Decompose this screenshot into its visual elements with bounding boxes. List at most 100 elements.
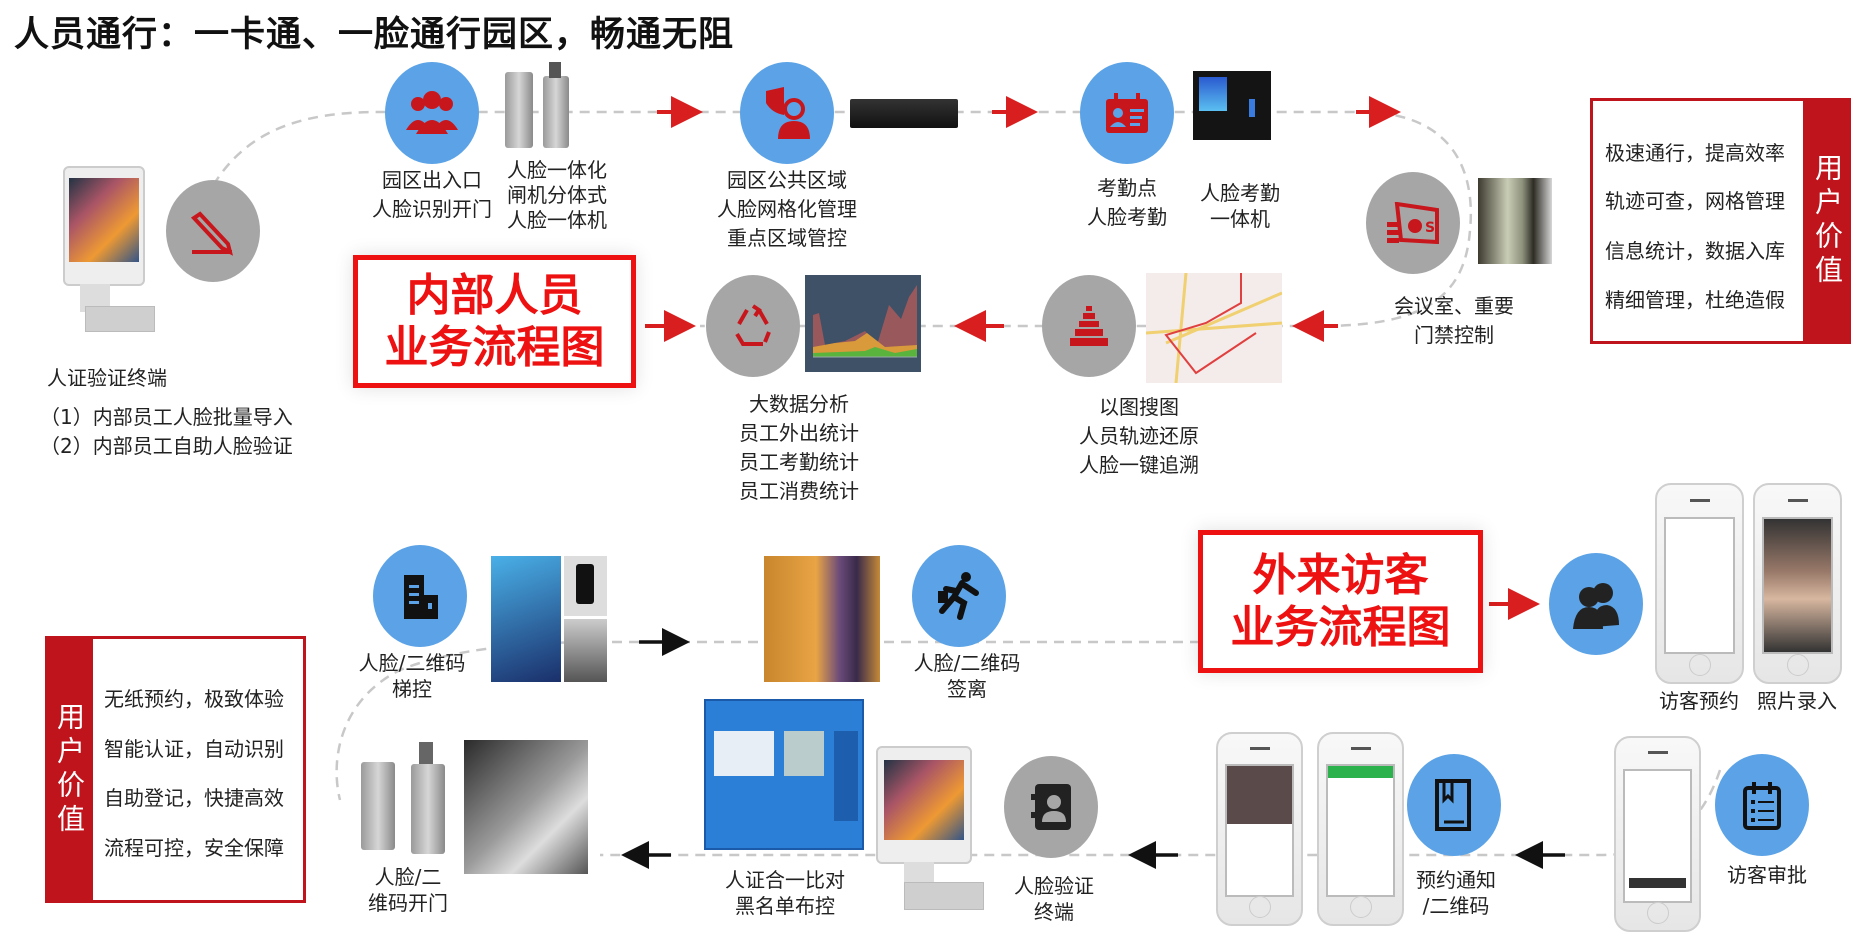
face-verify-kiosk-image — [870, 746, 996, 912]
elevator-label: 梯控 — [392, 677, 432, 701]
user-value-tab: 用户价值 — [45, 636, 93, 903]
user-value-item: 流程可控，安全保障 — [104, 836, 284, 860]
shield-person-icon — [766, 87, 810, 139]
visitor-banner-line: 外来访客 — [1252, 549, 1429, 601]
qr-phone-images — [491, 556, 607, 682]
id-verification-kiosk-image — [55, 166, 165, 334]
meeting-room-step: S — [1366, 172, 1460, 274]
qr-code-phone-image — [1216, 732, 1303, 926]
blacklist-label: 黑名单布控 — [735, 894, 835, 918]
id-card-icon — [1106, 93, 1148, 133]
contact-card-icon — [1031, 784, 1071, 830]
user-value-tab: 用户价值 — [1803, 98, 1851, 344]
visitor-banner-line: 业务流程图 — [1230, 601, 1451, 653]
entrance-label: 园区出入口 — [382, 168, 482, 192]
calendar-list-icon — [1743, 782, 1781, 830]
face-gate-image — [503, 62, 575, 150]
money-icon: S — [1387, 202, 1439, 244]
id-comparison-screen-image — [704, 699, 864, 850]
attendance-device-label: 一体机 — [1210, 207, 1270, 231]
user-value-item: 信息统计，数据入库 — [1605, 239, 1785, 263]
book-icon — [1435, 779, 1471, 831]
face-scan-photo-image — [764, 556, 880, 682]
recycle-icon — [735, 304, 771, 346]
image-search-step — [1042, 275, 1136, 377]
map-route — [1146, 273, 1282, 383]
meeting-room-label: 门禁控制 — [1414, 323, 1494, 347]
notice-step — [1407, 754, 1501, 856]
terminal-step — [166, 180, 260, 282]
analytics-label: 员工外出统计 — [739, 421, 859, 445]
internal-banner-line: 业务流程图 — [384, 321, 605, 373]
public-area-label: 人脸网格化管理 — [717, 197, 857, 221]
photo-entry-label: 照片录入 — [1757, 689, 1837, 713]
gate-open-label: 人脸/二 — [374, 865, 442, 889]
card-turnstile-photo-image — [464, 740, 588, 874]
image-search-label: 人员轨迹还原 — [1079, 424, 1199, 448]
gate-device-label: 人脸一体化 — [507, 158, 607, 182]
svg-text:S: S — [1425, 220, 1435, 236]
gate-device-label: 人脸一体机 — [507, 208, 607, 232]
signout-label: 人脸/二维码 — [913, 651, 1021, 675]
internal-banner: 内部人员 业务流程图 — [353, 255, 636, 388]
reservation-label: 访客预约 — [1659, 689, 1739, 713]
public-area-label: 园区公共区域 — [727, 168, 847, 192]
photo-entry-phone-image — [1753, 483, 1842, 684]
elevator-label: 人脸/二维码 — [358, 651, 466, 675]
elevator-step — [373, 545, 467, 647]
internal-user-value-box: 极速通行，提高效率 轨迹可查，网格管理 信息统计，数据入库 精细管理，杜绝造假 … — [1590, 98, 1851, 344]
building-icon — [404, 575, 438, 619]
attendance-step — [1080, 62, 1174, 164]
attendance-label: 考勤点 — [1097, 176, 1157, 200]
blacklist-label: 人证合一比对 — [725, 868, 845, 892]
visitor-banner: 外来访客 业务流程图 — [1198, 530, 1483, 673]
signout-step — [912, 545, 1006, 647]
user-value-item: 智能认证，自动识别 — [104, 737, 284, 761]
analytics-label: 员工消费统计 — [739, 479, 859, 503]
public-area-step — [740, 62, 834, 164]
reservation-phone-image — [1655, 483, 1744, 684]
approval-label: 访客审批 — [1727, 863, 1807, 887]
public-area-label: 重点区域管控 — [727, 226, 847, 250]
pyramid-icon — [1070, 306, 1108, 346]
terminal-note: （1）内部员工人脸批量导入 — [40, 405, 293, 429]
image-search-label: 以图搜图 — [1099, 395, 1179, 419]
analytics-step — [706, 275, 800, 377]
gate-open-label: 维码开门 — [368, 891, 448, 915]
approval-step — [1715, 754, 1809, 856]
terminal-label: 人证验证终端 — [47, 366, 167, 390]
user-value-item: 轨迹可查，网格管理 — [1605, 189, 1785, 213]
attendance-label: 人脸考勤 — [1087, 205, 1167, 229]
signout-label: 签离 — [947, 677, 987, 701]
entrance-step — [385, 62, 479, 164]
internal-flow-path — [203, 110, 1473, 328]
approval-phone-image — [1614, 736, 1701, 932]
trajectory-map-image — [1146, 273, 1282, 383]
face-verify-label: 终端 — [1034, 900, 1074, 924]
face-gate-image — [359, 742, 451, 854]
running-man-icon — [938, 572, 979, 620]
user-value-item: 极速通行，提高效率 — [1605, 141, 1785, 165]
page-title: 人员通行：一卡通、一脸通行园区，畅通无阻 — [14, 15, 735, 55]
sms-notice-phone-image — [1317, 732, 1404, 926]
meeting-room-label: 会议室、重要 — [1394, 294, 1514, 318]
terminal-note: （2）内部员工自助人脸验证 — [40, 434, 293, 458]
analytics-label: 大数据分析 — [749, 392, 849, 416]
user-value-item: 无纸预约，极致体验 — [104, 687, 284, 711]
door-photo-image — [1478, 178, 1552, 264]
visitor-reservation-step — [1549, 553, 1643, 655]
user-value-item: 精细管理，杜绝造假 — [1605, 288, 1785, 312]
notice-label: /二维码 — [1422, 894, 1490, 918]
notice-label: 预约通知 — [1416, 868, 1496, 892]
entrance-label: 人脸识别开门 — [372, 197, 492, 221]
face-verify-step — [1004, 756, 1098, 858]
server-nvr-image — [850, 99, 958, 128]
face-attendance-device-image — [1193, 71, 1271, 140]
visitors-icon — [1573, 583, 1619, 629]
pencil-icon — [190, 211, 233, 256]
gate-device-label: 闸机分体式 — [507, 183, 607, 207]
internal-banner-line: 内部人员 — [406, 269, 583, 321]
people-group-icon — [406, 91, 458, 134]
analytics-label: 员工考勤统计 — [739, 450, 859, 474]
image-search-label: 人脸一键追溯 — [1079, 453, 1199, 477]
